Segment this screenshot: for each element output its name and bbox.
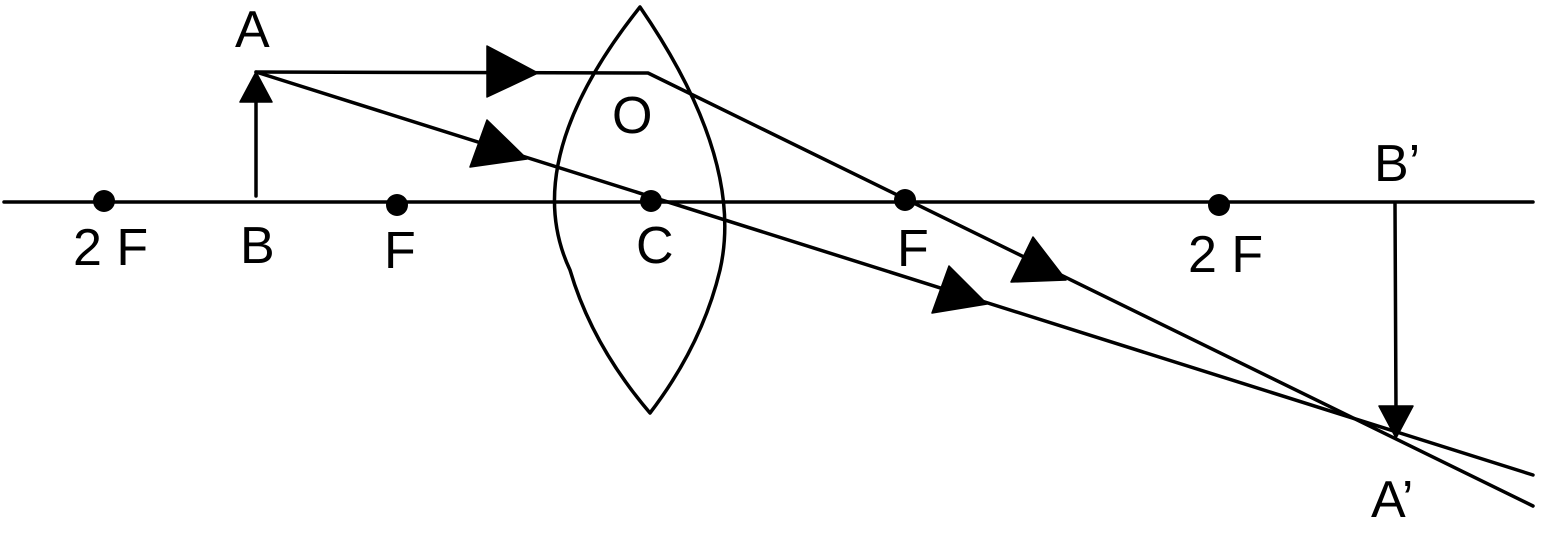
ray-parallel-arrowhead-2 [1010, 236, 1067, 283]
label-optical-center: C [636, 217, 674, 275]
optical-center-point [640, 190, 662, 212]
label-double-focus-right: 2 F [1188, 226, 1263, 284]
label-image-tip: A’ [1371, 471, 1413, 529]
focus-right-point [894, 189, 916, 211]
image-arrow [1393, 202, 1398, 414]
label-focus-right: F [897, 220, 929, 278]
label-focus-left: F [384, 222, 416, 280]
ray-parallel-arrowhead-1 [486, 45, 539, 98]
convex-lens [552, 5, 727, 415]
label-object-base: B [240, 217, 275, 275]
ray-center-arrowhead-2 [931, 265, 988, 314]
label-image-top: B’ [1374, 135, 1420, 193]
double-focus-right-point [1208, 194, 1230, 216]
focus-left-point [386, 194, 408, 216]
object-arrowhead [239, 71, 273, 103]
ray-center-arrowhead-1 [469, 119, 528, 168]
label-lens-point: O [612, 87, 652, 145]
double-focus-left-point [93, 190, 115, 212]
label-object-top: A [235, 1, 270, 59]
label-double-focus-left: 2 F [73, 219, 148, 277]
ray-center [254, 70, 1535, 477]
ray-parallel [254, 70, 1535, 508]
image-arrowhead [1378, 405, 1414, 439]
